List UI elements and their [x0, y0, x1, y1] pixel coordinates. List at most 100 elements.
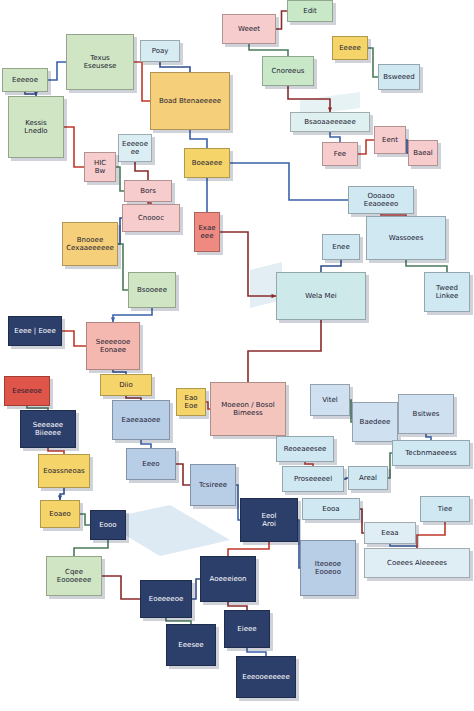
wire-connector [141, 440, 151, 448]
iso-box: EaoEoe [176, 388, 206, 416]
iso-box: Baeal [408, 140, 438, 166]
box-subtitle: Bimeess [233, 409, 262, 417]
wire-connector [58, 488, 64, 500]
wire-connector [228, 542, 269, 556]
wire-line [276, 11, 287, 29]
box-title: Fee [334, 150, 346, 158]
box-title: Tecbnmaeeess [405, 449, 456, 457]
wire-line [249, 44, 288, 56]
wire-connector [102, 576, 140, 599]
wire-connector [134, 62, 150, 101]
iso-box: Eoassneoas [38, 454, 90, 488]
iso-box: Fee [322, 142, 358, 166]
box-title: Tcsireee [199, 481, 227, 489]
iso-box: Wassoees [366, 216, 446, 260]
wire-connector [176, 464, 190, 485]
box-title: Eoeeeeoe [149, 595, 184, 603]
iso-box: Eeee | Eoee [8, 316, 62, 346]
iso-box: Moeeon / BosolBimeess [210, 382, 286, 436]
iso-box: Eeseeoe [4, 376, 50, 406]
box-title: HIC Bw [88, 159, 112, 175]
box-subtitle: Eeaoeeeo [364, 200, 399, 208]
iso-box: Bsitwes [398, 394, 454, 434]
iso-box: Eaeeaaoee [112, 400, 170, 440]
wire-connector [135, 162, 148, 180]
box-title: Eieee [237, 625, 256, 633]
iso-box: HIC Bw [84, 152, 116, 182]
iso-box: Bsaoaaeeeaee [290, 112, 370, 132]
wire-connector [118, 244, 128, 290]
iso-box: Tecbnmaeeess [392, 440, 470, 466]
wire-connector [247, 648, 266, 656]
box-title: Boeaeee [192, 159, 223, 167]
box-subtitle: Lnedlo [24, 127, 47, 135]
box-title: Iteoeoe [315, 560, 341, 568]
wire-connector [48, 62, 66, 80]
wire-line [176, 464, 190, 485]
box-title: Eeaa [381, 529, 398, 537]
iso-box: Weeet [222, 14, 276, 44]
box-title: Eeesee [178, 641, 203, 649]
wire-connector [74, 540, 108, 556]
wire-line [368, 48, 378, 77]
iso-box: Enee [322, 234, 360, 260]
box-title: Bsaoaaeeeaee [304, 118, 355, 126]
iso-box: CqeeEoooeeee [46, 556, 102, 596]
wire-line [190, 130, 207, 148]
wire-line [330, 132, 340, 142]
box-title: Eoassneoas [43, 467, 84, 475]
box-subtitle: Cexaaeeeeee [66, 244, 114, 252]
iso-box: Cnoreeus [262, 56, 314, 86]
box-title: Bsitwes [413, 410, 440, 418]
wire-connector [368, 48, 378, 77]
box-title: Eeee | Eoee [14, 327, 55, 335]
box-subtitle: Eonaee [100, 346, 126, 354]
box-title: Texus [90, 54, 110, 62]
wire-line [134, 62, 150, 101]
box-title: Eent [382, 136, 398, 144]
wire-line [192, 579, 200, 599]
wire-connector [207, 178, 208, 212]
iso-box: Boad Btenaeeeee [150, 72, 230, 130]
wire-line [228, 602, 247, 610]
box-title: Eeeee [339, 44, 361, 52]
iso-box: Baedeee [352, 402, 398, 442]
wire-line [102, 576, 140, 599]
box-title: Weeet [238, 25, 260, 33]
box-title: Wassoees [389, 234, 424, 242]
box-title: Wela Mei [305, 292, 337, 300]
box-subtitle: Aroi [262, 520, 276, 528]
box-title: Eeeeoeee [122, 140, 148, 156]
wire-connector [111, 308, 152, 322]
wire-line [74, 540, 108, 556]
iso-box: Tweed Linkee [424, 272, 470, 312]
box-title: Baeal [413, 149, 433, 157]
box-title: Eeeooeeeeee [242, 673, 289, 681]
wire-line [116, 167, 124, 191]
iso-box: Areal [348, 466, 388, 490]
iso-box: Vitel [310, 384, 350, 416]
iso-box: Eeeee [332, 36, 368, 60]
box-title: Bnooee [77, 236, 103, 244]
iso-box: Reoeaeesee [276, 436, 334, 462]
wire-line [64, 127, 84, 167]
iso-box: SeeeeooeEonaee [86, 322, 140, 370]
iso-box: Coeees Aleeeees [364, 548, 470, 578]
iso-box: Eeeooeeeeee [236, 656, 296, 698]
wire-connector [220, 232, 276, 298]
box-title: Eeol [262, 512, 277, 520]
wire-line [228, 542, 269, 556]
box-title: Proseeeeel [294, 475, 332, 483]
iso-box: EeolAroi [240, 498, 298, 542]
box-title: Eeeo [142, 460, 159, 468]
wire-line [247, 648, 266, 656]
iso-box: Diio [100, 374, 152, 396]
iso-box: Poay [140, 40, 180, 62]
box-title: Eooa [322, 505, 339, 513]
iso-box: OooaooEeaoeeeo [348, 186, 414, 214]
wire-connector [190, 130, 207, 148]
wire-connector [80, 514, 90, 525]
iso-box: Eoaeo [40, 500, 80, 528]
box-title: Edit [303, 7, 317, 15]
